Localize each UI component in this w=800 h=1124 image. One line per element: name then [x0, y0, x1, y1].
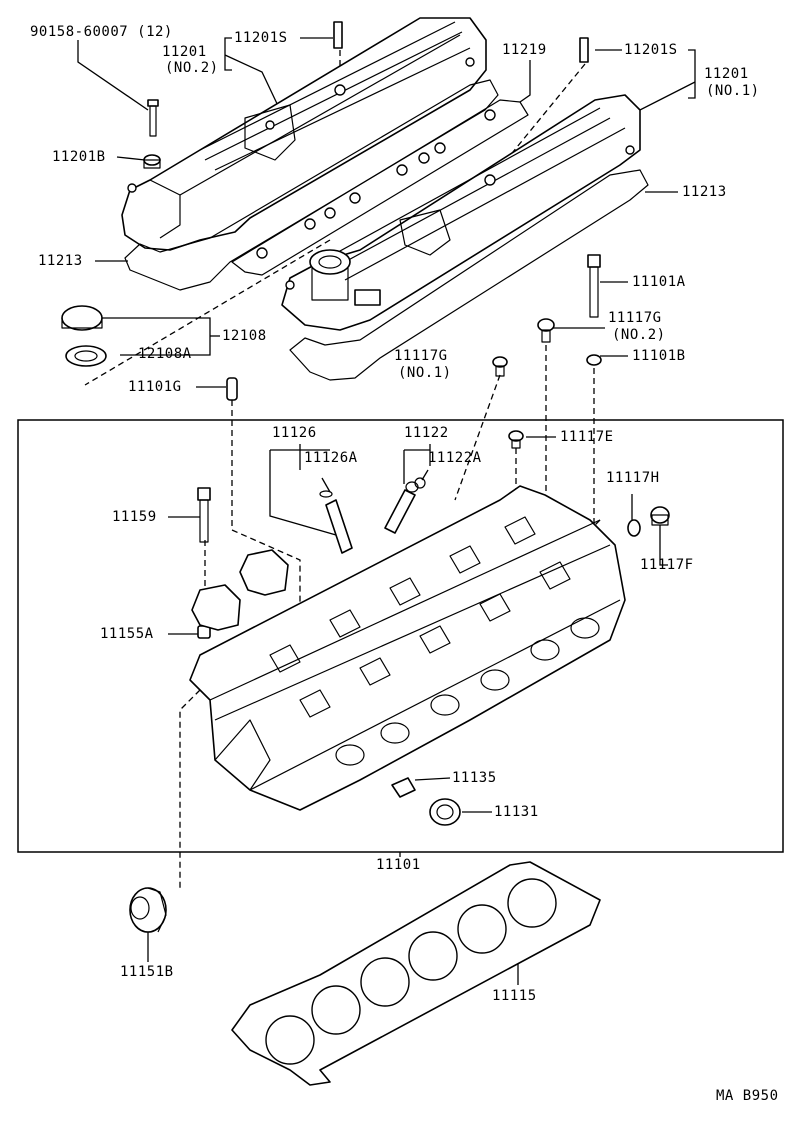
- label-11117e: 11117E: [560, 429, 614, 445]
- fasteners-drawing: [61, 21, 670, 826]
- label-11159: 11159: [112, 509, 157, 525]
- label-11126a: 11126A: [304, 450, 358, 466]
- label-11201s-left: 11201S: [234, 30, 288, 46]
- gasket-11219-drawing: [231, 99, 529, 276]
- label-12108: 12108: [222, 328, 267, 344]
- label-11201-no2-number: 11201: [162, 44, 207, 60]
- label-11117g-no2-sub: (NO.2): [612, 327, 666, 343]
- label-11122a: 11122A: [428, 450, 482, 466]
- label-11101: 11101: [376, 857, 421, 873]
- seal-11151b-drawing: [129, 887, 167, 933]
- gasket-11213-right-drawing: [289, 169, 649, 381]
- cylinder-head-assembly-box: [17, 419, 784, 853]
- label-11151b: 11151B: [120, 964, 174, 980]
- label-11201b: 11201B: [52, 149, 106, 165]
- label-11201-no1-number: 11201: [704, 66, 749, 82]
- label-11201-no1-sub: (NO.1): [706, 83, 760, 99]
- label-90158: 90158-60007 (12): [30, 24, 173, 40]
- label-12108a: 12108A: [138, 346, 192, 362]
- label-11219: 11219: [502, 42, 547, 58]
- label-11135: 11135: [452, 770, 497, 786]
- label-11101g: 11101G: [128, 379, 182, 395]
- diagram-code: MA B950: [716, 1088, 779, 1104]
- label-11201s-right: 11201S: [624, 42, 678, 58]
- valve-cover-no2-drawing: [121, 17, 487, 251]
- head-gasket-11115-drawing: [231, 861, 601, 1086]
- label-11213-right: 11213: [682, 184, 727, 200]
- label-11117g-no2-number: 11117G: [608, 310, 662, 326]
- label-11122: 11122: [404, 425, 449, 441]
- label-11117g-no1-number: 11117G: [394, 348, 448, 364]
- label-11155a: 11155A: [100, 626, 154, 642]
- label-11101a: 11101A: [632, 274, 686, 290]
- label-11131: 11131: [494, 804, 539, 820]
- cylinder-head-drawing: [189, 485, 626, 811]
- valve-cover-no1-drawing: [281, 94, 641, 331]
- label-11117f: 11117F: [640, 557, 694, 573]
- label-11101b: 11101B: [632, 348, 686, 364]
- gasket-11213-left-drawing: [124, 79, 499, 291]
- label-11126: 11126: [272, 425, 317, 441]
- label-11117g-no1-sub: (NO.1): [398, 365, 452, 381]
- label-11117h: 11117H: [606, 470, 660, 486]
- label-11213-left: 11213: [38, 253, 83, 269]
- label-11115: 11115: [492, 988, 537, 1004]
- label-11201-no2-sub: (NO.2): [165, 60, 219, 76]
- leader-lines: [77, 37, 696, 985]
